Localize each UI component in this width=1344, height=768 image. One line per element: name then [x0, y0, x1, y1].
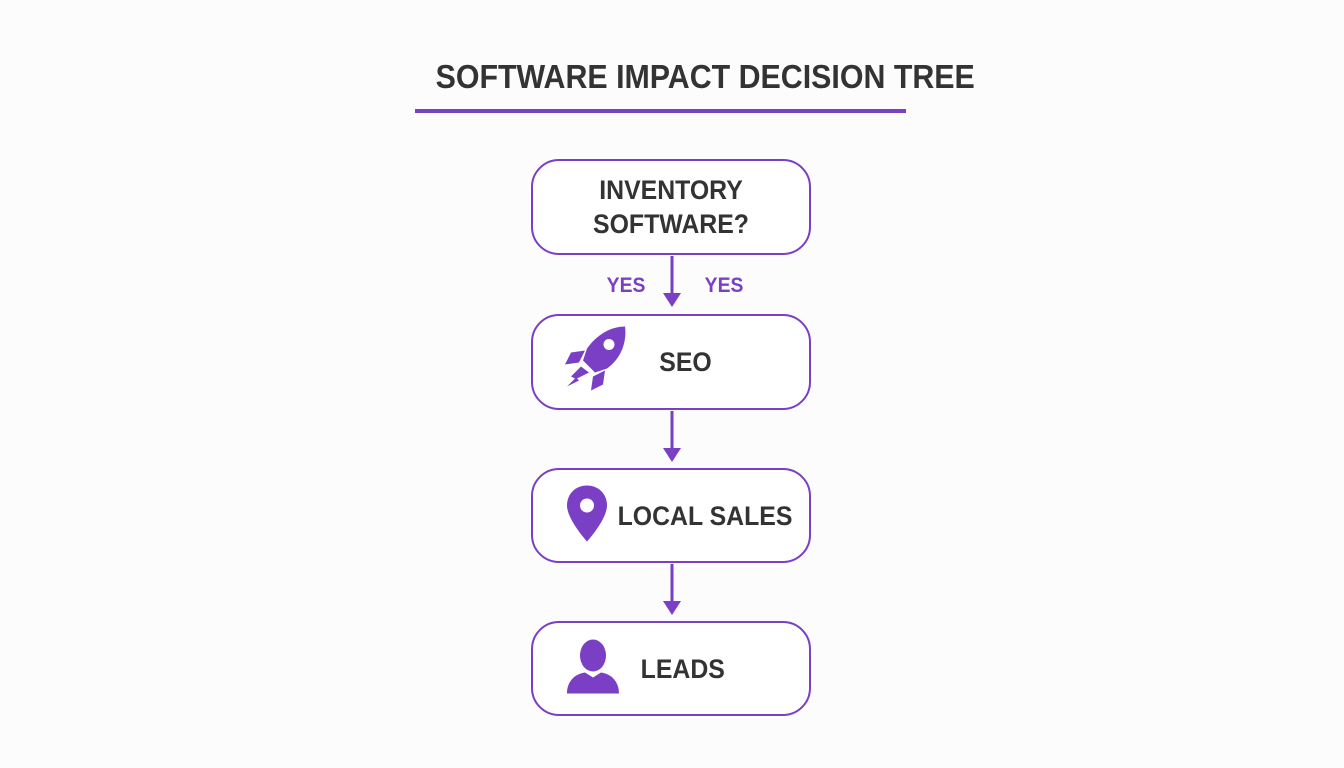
- node-label: INVENTORY SOFTWARE?: [593, 175, 749, 239]
- rocket-icon: [563, 325, 629, 400]
- arrow-1-2-head: [663, 293, 681, 307]
- node-local-sales: LOCAL SALES: [531, 468, 811, 563]
- node-label: SEO: [659, 347, 713, 377]
- node-leads: LEADS: [531, 621, 811, 716]
- title-underline: [415, 109, 906, 113]
- node-label: LEADS: [640, 653, 726, 684]
- diagram-title: SOFTWARE IMPACT DECISION TREE: [435, 58, 975, 95]
- node-seo: SEO: [531, 314, 811, 410]
- arrow-3-4-head: [663, 601, 681, 615]
- arrow-2-3-head: [663, 448, 681, 462]
- map-pin-icon: [565, 484, 609, 547]
- edge-label-yes-right: YES: [704, 274, 744, 297]
- person-icon: [565, 637, 621, 700]
- edge-label-yes-left: YES: [606, 274, 646, 297]
- node-inventory-software: INVENTORY SOFTWARE?: [531, 159, 811, 255]
- node-label: LOCAL SALES: [617, 500, 793, 531]
